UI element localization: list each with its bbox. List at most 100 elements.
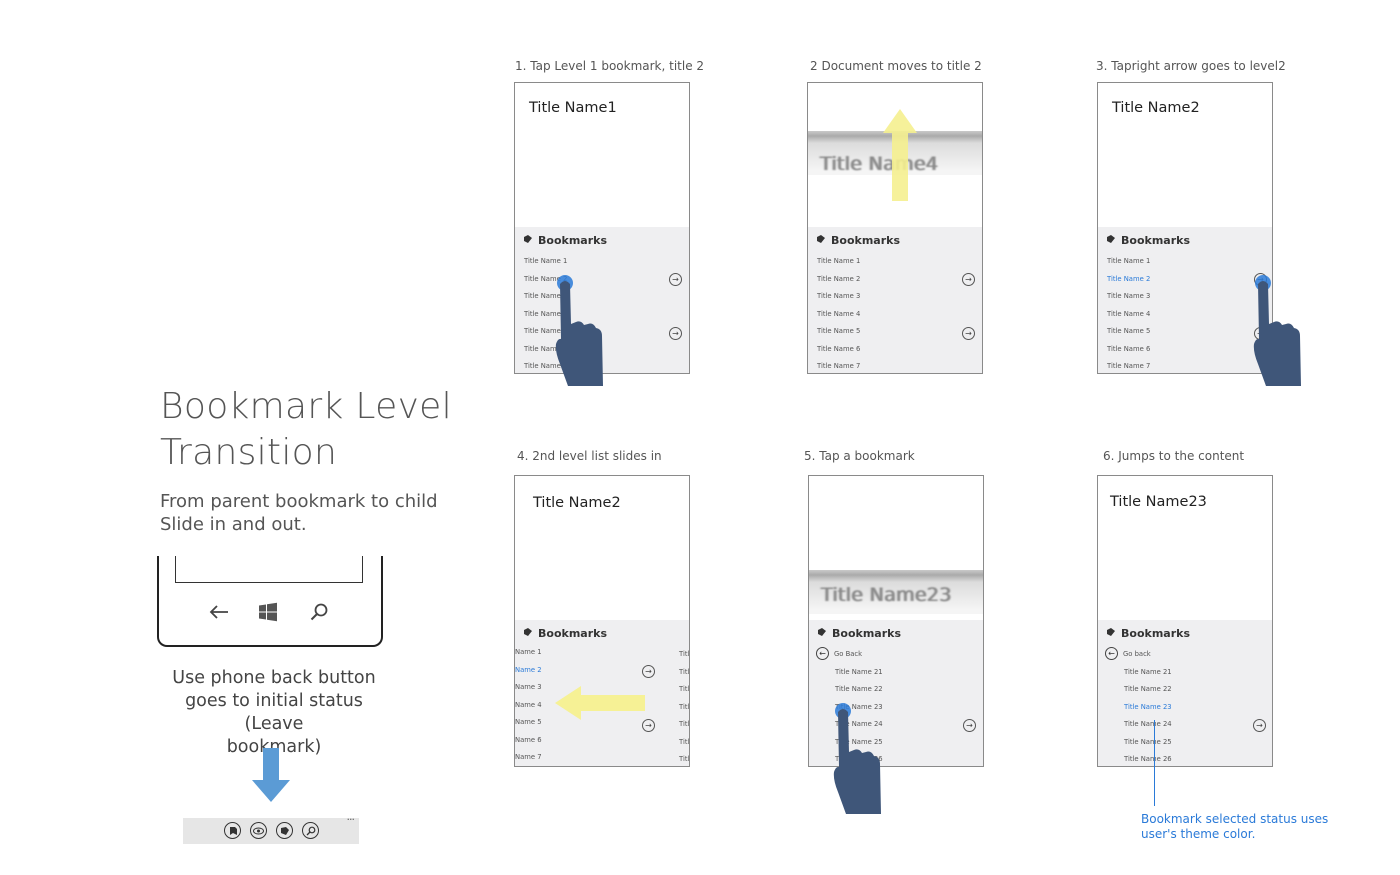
- level2-item-entering[interactable]: Title: [679, 703, 690, 711]
- bookmark-item[interactable]: Title Name 23: [835, 703, 883, 711]
- right-arrow-circle-icon[interactable]: →: [962, 273, 975, 286]
- bookmarks-header: Bookmarks: [523, 234, 607, 247]
- bookmark-item-selected[interactable]: Title Name 2: [1107, 275, 1151, 283]
- bookmark-item[interactable]: Title Name 1: [1107, 257, 1151, 265]
- bookmark-item[interactable]: Title Name 22: [835, 685, 883, 693]
- page-title-line2: Transition: [160, 432, 338, 473]
- bookmark-item[interactable]: Title Name 7: [817, 362, 861, 370]
- up-motion-arrow: [883, 109, 917, 201]
- page-subtitle: From parent bookmark to child Slide in a…: [160, 490, 438, 536]
- level2-item-entering[interactable]: Title: [679, 755, 690, 763]
- bookmark-item[interactable]: Title Name 3: [817, 292, 861, 300]
- right-arrow-circle-icon[interactable]: →: [1253, 719, 1266, 732]
- level2-item-entering[interactable]: Title: [679, 685, 690, 693]
- step-5-caption: 5. Tap a bookmark: [804, 449, 915, 463]
- document-title: Title Name23: [1110, 494, 1207, 510]
- callout-line: [1154, 720, 1155, 806]
- bookmark-item[interactable]: Title Name 6: [817, 345, 861, 353]
- bookmark-icon[interactable]: [224, 822, 241, 839]
- more-icon[interactable]: ···: [346, 813, 355, 826]
- bookmark-item[interactable]: Name 5: [515, 718, 542, 726]
- bookmark-item[interactable]: Title Name 5: [524, 327, 568, 335]
- bookmark-item[interactable]: Name 3: [515, 683, 542, 691]
- bookmark-item[interactable]: Name 4: [515, 701, 542, 709]
- level2-item-entering[interactable]: Title: [679, 650, 690, 658]
- bookmarks-label: Bookmarks: [831, 234, 900, 247]
- search-icon[interactable]: [307, 600, 331, 624]
- bookmark-item[interactable]: Title Name 24: [835, 720, 883, 728]
- right-arrow-circle-icon[interactable]: →: [962, 327, 975, 340]
- motion-blur-band: [809, 570, 983, 614]
- step-1-screen: Title Name1 Bookmarks Title Name 1 Title…: [514, 82, 690, 374]
- bookmark-item[interactable]: Title Name 4: [1107, 310, 1151, 318]
- bookmark-item[interactable]: Name 7: [515, 753, 542, 761]
- bookmark-item[interactable]: Title Name 7: [1107, 362, 1151, 370]
- right-arrow-circle-icon[interactable]: →: [963, 719, 976, 732]
- go-back-item[interactable]: Go Back: [834, 650, 863, 658]
- bookmarks-label: Bookmarks: [538, 627, 607, 640]
- bookmark-item[interactable]: Title Name 22: [1124, 685, 1172, 693]
- tap-hand-icon: [555, 275, 603, 386]
- left-arrow-circle-icon[interactable]: ←: [1105, 647, 1118, 660]
- page-title: Bookmark Level Transition: [160, 384, 452, 476]
- theme-note-line1: Bookmark selected status uses: [1141, 812, 1329, 826]
- bookmark-list-icon[interactable]: [276, 822, 293, 839]
- bookmark-item[interactable]: Title Name 6: [1107, 345, 1151, 353]
- bookmark-item[interactable]: Title Name 25: [835, 738, 883, 746]
- bookmark-item[interactable]: Title Name 5: [817, 327, 861, 335]
- document-title: Title Name2: [533, 495, 621, 511]
- left-arrow-circle-icon[interactable]: ←: [816, 647, 829, 660]
- right-arrow-circle-icon[interactable]: →: [669, 327, 682, 340]
- bookmark-icon: [1106, 627, 1116, 640]
- tap-hand-icon: [833, 703, 881, 814]
- moving-document-title: Title Name4: [820, 153, 939, 175]
- right-arrow-circle-icon[interactable]: →: [642, 719, 655, 732]
- bookmark-item[interactable]: Title Name 6: [524, 345, 568, 353]
- level2-item-entering[interactable]: Title: [679, 720, 690, 728]
- bookmark-item-selected[interactable]: Name 2: [515, 666, 542, 674]
- bookmark-item[interactable]: Title Name 4: [817, 310, 861, 318]
- back-note-line2: goes to initial status (Leave: [185, 691, 363, 734]
- bookmark-item-selected[interactable]: Title Name 23: [1124, 703, 1172, 711]
- bookmark-item[interactable]: Name 1: [515, 648, 542, 656]
- bookmark-item[interactable]: Title Name 2: [524, 275, 568, 283]
- back-icon[interactable]: [207, 600, 231, 624]
- moving-document-title: Title Name23: [821, 584, 952, 606]
- step-3-caption: 3. Tapright arrow goes to level2: [1096, 59, 1286, 73]
- bookmark-item[interactable]: Title Name 24: [1124, 720, 1172, 728]
- bookmark-item[interactable]: Title Name 3: [524, 292, 568, 300]
- level2-item-entering[interactable]: Title: [679, 668, 690, 676]
- bookmarks-panel: Bookmarks ← Go back Title Name 21 Title …: [1098, 620, 1272, 766]
- go-back-item[interactable]: Go back: [1123, 650, 1151, 658]
- bookmark-item[interactable]: Title Name 21: [835, 668, 883, 676]
- bookmark-item[interactable]: Title Name 5: [1107, 327, 1151, 335]
- bookmark-item[interactable]: Title Name 26: [1124, 755, 1172, 763]
- phone-screen: [175, 556, 363, 583]
- bookmark-item[interactable]: Title Name 21: [1124, 668, 1172, 676]
- step-6-screen: Title Name23 Bookmarks ← Go back Title N…: [1097, 475, 1273, 767]
- bookmark-item[interactable]: Name 6: [515, 736, 542, 744]
- eye-icon[interactable]: [250, 822, 267, 839]
- search-icon[interactable]: [302, 822, 319, 839]
- right-arrow-circle-icon[interactable]: →: [669, 273, 682, 286]
- bookmark-item[interactable]: Title Name 25: [1124, 738, 1172, 746]
- document-title: Title Name2: [1112, 100, 1200, 116]
- left-motion-arrow: [555, 686, 645, 720]
- bookmark-item[interactable]: Title Name 3: [1107, 292, 1151, 300]
- bookmark-item[interactable]: Title Name 1: [524, 257, 568, 265]
- bookmarks-header: Bookmarks: [1106, 234, 1190, 247]
- level2-item-entering[interactable]: Title: [679, 738, 690, 746]
- bookmark-item[interactable]: Title Name 7: [524, 362, 568, 370]
- bookmark-item[interactable]: Title Name 2: [817, 275, 861, 283]
- right-arrow-circle-icon[interactable]: →: [642, 665, 655, 678]
- windows-icon[interactable]: [256, 600, 280, 624]
- back-note-line3: bookmark): [226, 737, 322, 757]
- phone-illustration: [157, 556, 383, 647]
- step-5-screen: Title Name23 Bookmarks ← Go Back Title N…: [808, 475, 984, 767]
- bookmark-item[interactable]: Title Name 1: [817, 257, 861, 265]
- subtitle-line1: From parent bookmark to child: [160, 491, 438, 512]
- bookmarks-label: Bookmarks: [832, 627, 901, 640]
- bookmarks-panel: Bookmarks Name 1 Name 2 Name 3 Name 4 Na…: [515, 620, 689, 766]
- bookmark-item[interactable]: Title Name 4: [524, 310, 568, 318]
- bookmarks-label: Bookmarks: [1121, 627, 1190, 640]
